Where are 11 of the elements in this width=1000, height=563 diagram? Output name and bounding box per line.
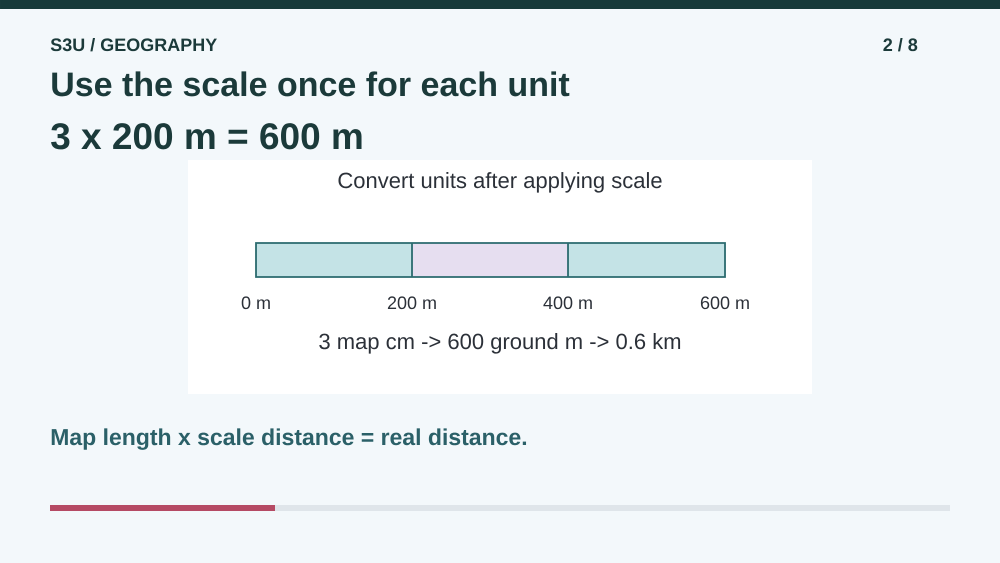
conversion-text: 3 map cm -> 600 ground m -> 0.6 km	[319, 333, 680, 354]
panel-heading: Convert units after applying scale	[338, 172, 662, 193]
summary-text: Map length x scale distance = real distance.	[52, 428, 526, 450]
page-number: 2 / 8	[883, 38, 918, 52]
tick-label: 200 m	[388, 296, 436, 310]
subtitle: 3 x 200 m = 600 m	[51, 123, 362, 150]
slide-title: Use the scale once for each unit	[52, 71, 570, 96]
tick-label: 600 m	[700, 296, 749, 310]
tick-label: 0 m	[242, 296, 270, 310]
section-label: S3U / GEOGRAPHY	[50, 38, 217, 52]
tick-label: 400 m	[543, 296, 592, 310]
